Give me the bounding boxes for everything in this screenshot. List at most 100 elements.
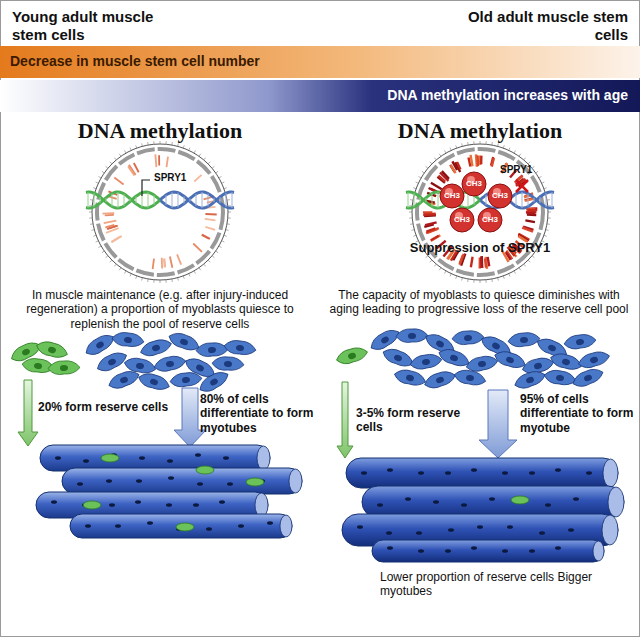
scale-tick (216, 171, 218, 173)
myonucleus (136, 479, 142, 483)
scale-tick (503, 276, 504, 279)
cell-nucleus (449, 354, 459, 362)
cell-body (549, 351, 583, 373)
myoblast-cell (437, 346, 472, 370)
myoblast-cell (94, 349, 129, 375)
base-pair (136, 196, 137, 203)
cell-body (21, 357, 54, 374)
myoblast-cell (368, 326, 402, 354)
scale-tick (125, 151, 127, 154)
cell-body (381, 345, 416, 370)
scale-tick (547, 223, 550, 225)
reserve-cell (83, 501, 101, 509)
cell-nucleus (547, 344, 557, 353)
myotube-end (255, 493, 268, 517)
scale-tick (216, 251, 218, 253)
scale-tick (544, 235, 547, 236)
scale-tick (547, 199, 550, 201)
scale-tick (130, 274, 131, 277)
cell-nucleus (525, 376, 535, 384)
cell-nucleus (435, 339, 445, 348)
scale-tick (410, 199, 413, 201)
myonucleus (361, 471, 367, 475)
scale-tick (160, 280, 161, 283)
scale-tick (509, 274, 510, 277)
methyl-label: CH3 (462, 179, 486, 189)
methyl-label: CH3 (450, 215, 474, 225)
cell-body (197, 368, 232, 395)
methylation-mark (492, 158, 494, 167)
myotube-end (608, 487, 624, 517)
methylation-mark (476, 155, 479, 166)
myonucleus (386, 531, 392, 535)
scale-tick (456, 145, 457, 148)
myoblast-cell (493, 348, 528, 371)
scale-tick (416, 182, 419, 183)
scale-tick (189, 274, 190, 277)
methylation-mark (170, 256, 172, 267)
scale-tick (114, 264, 116, 266)
base-pair (534, 198, 535, 202)
scale-tick (171, 279, 173, 282)
cell-body (577, 349, 611, 370)
cell-nucleus (478, 360, 487, 367)
scale-tick (224, 188, 227, 189)
myonucleus (555, 468, 561, 472)
base-pair (408, 192, 409, 208)
methyl-group (462, 172, 486, 196)
methylation-mark (518, 235, 527, 240)
cell-nucleus (236, 344, 245, 351)
methylation-mark (527, 213, 536, 216)
methylation-mark (128, 166, 134, 175)
scale-tick (491, 279, 493, 282)
scale-tick (90, 223, 93, 225)
chromosome-band (97, 149, 223, 275)
methylation-mark (193, 243, 202, 251)
scale-tick (480, 280, 481, 283)
methylation-mark (460, 254, 464, 265)
methylation-mark (480, 156, 483, 165)
percentage-label: 95% of cells differentiate to form myotu… (520, 392, 635, 435)
scale-tick (219, 177, 222, 179)
myonucleus (545, 503, 551, 507)
cell-body (563, 333, 596, 350)
methyl-group (440, 184, 464, 208)
myoblast-cell (223, 339, 257, 357)
cell-nucleus (422, 358, 431, 365)
myonucleus (471, 546, 477, 550)
methylation-mark (480, 256, 483, 267)
dna-strand (86, 192, 160, 208)
scale-tick (546, 229, 549, 231)
scale-tick (532, 166, 534, 168)
myonucleus (115, 524, 121, 528)
scale-tick (519, 154, 521, 156)
scale-tick (110, 162, 112, 164)
scale-tick (426, 256, 428, 258)
scale-tick (422, 171, 424, 173)
scale-tick (473, 280, 474, 283)
myonucleus (206, 527, 212, 531)
scale-tick (461, 143, 463, 146)
base-pair (540, 197, 541, 203)
myoblast-cell (507, 332, 540, 348)
myonucleus (477, 525, 483, 529)
myonucleus (166, 503, 172, 507)
scale-tick (208, 260, 210, 262)
methylation-mark (425, 222, 436, 225)
scale-tick (93, 188, 96, 189)
cell-body (107, 368, 142, 392)
scale-tick (222, 241, 225, 242)
cell-nucleus (505, 356, 514, 364)
methylation-mark (488, 257, 490, 266)
scale-tick (434, 158, 436, 160)
myonucleus (416, 531, 422, 535)
methylation-mark (471, 155, 473, 166)
cell-nucleus (533, 362, 542, 370)
cell-nucleus (34, 363, 43, 370)
cell-nucleus (60, 365, 68, 371)
scale-tick (114, 158, 116, 160)
cell-nucleus (465, 374, 474, 382)
scale-tick (539, 177, 542, 179)
scale-tick (410, 223, 413, 225)
methylation-mark (457, 162, 460, 169)
